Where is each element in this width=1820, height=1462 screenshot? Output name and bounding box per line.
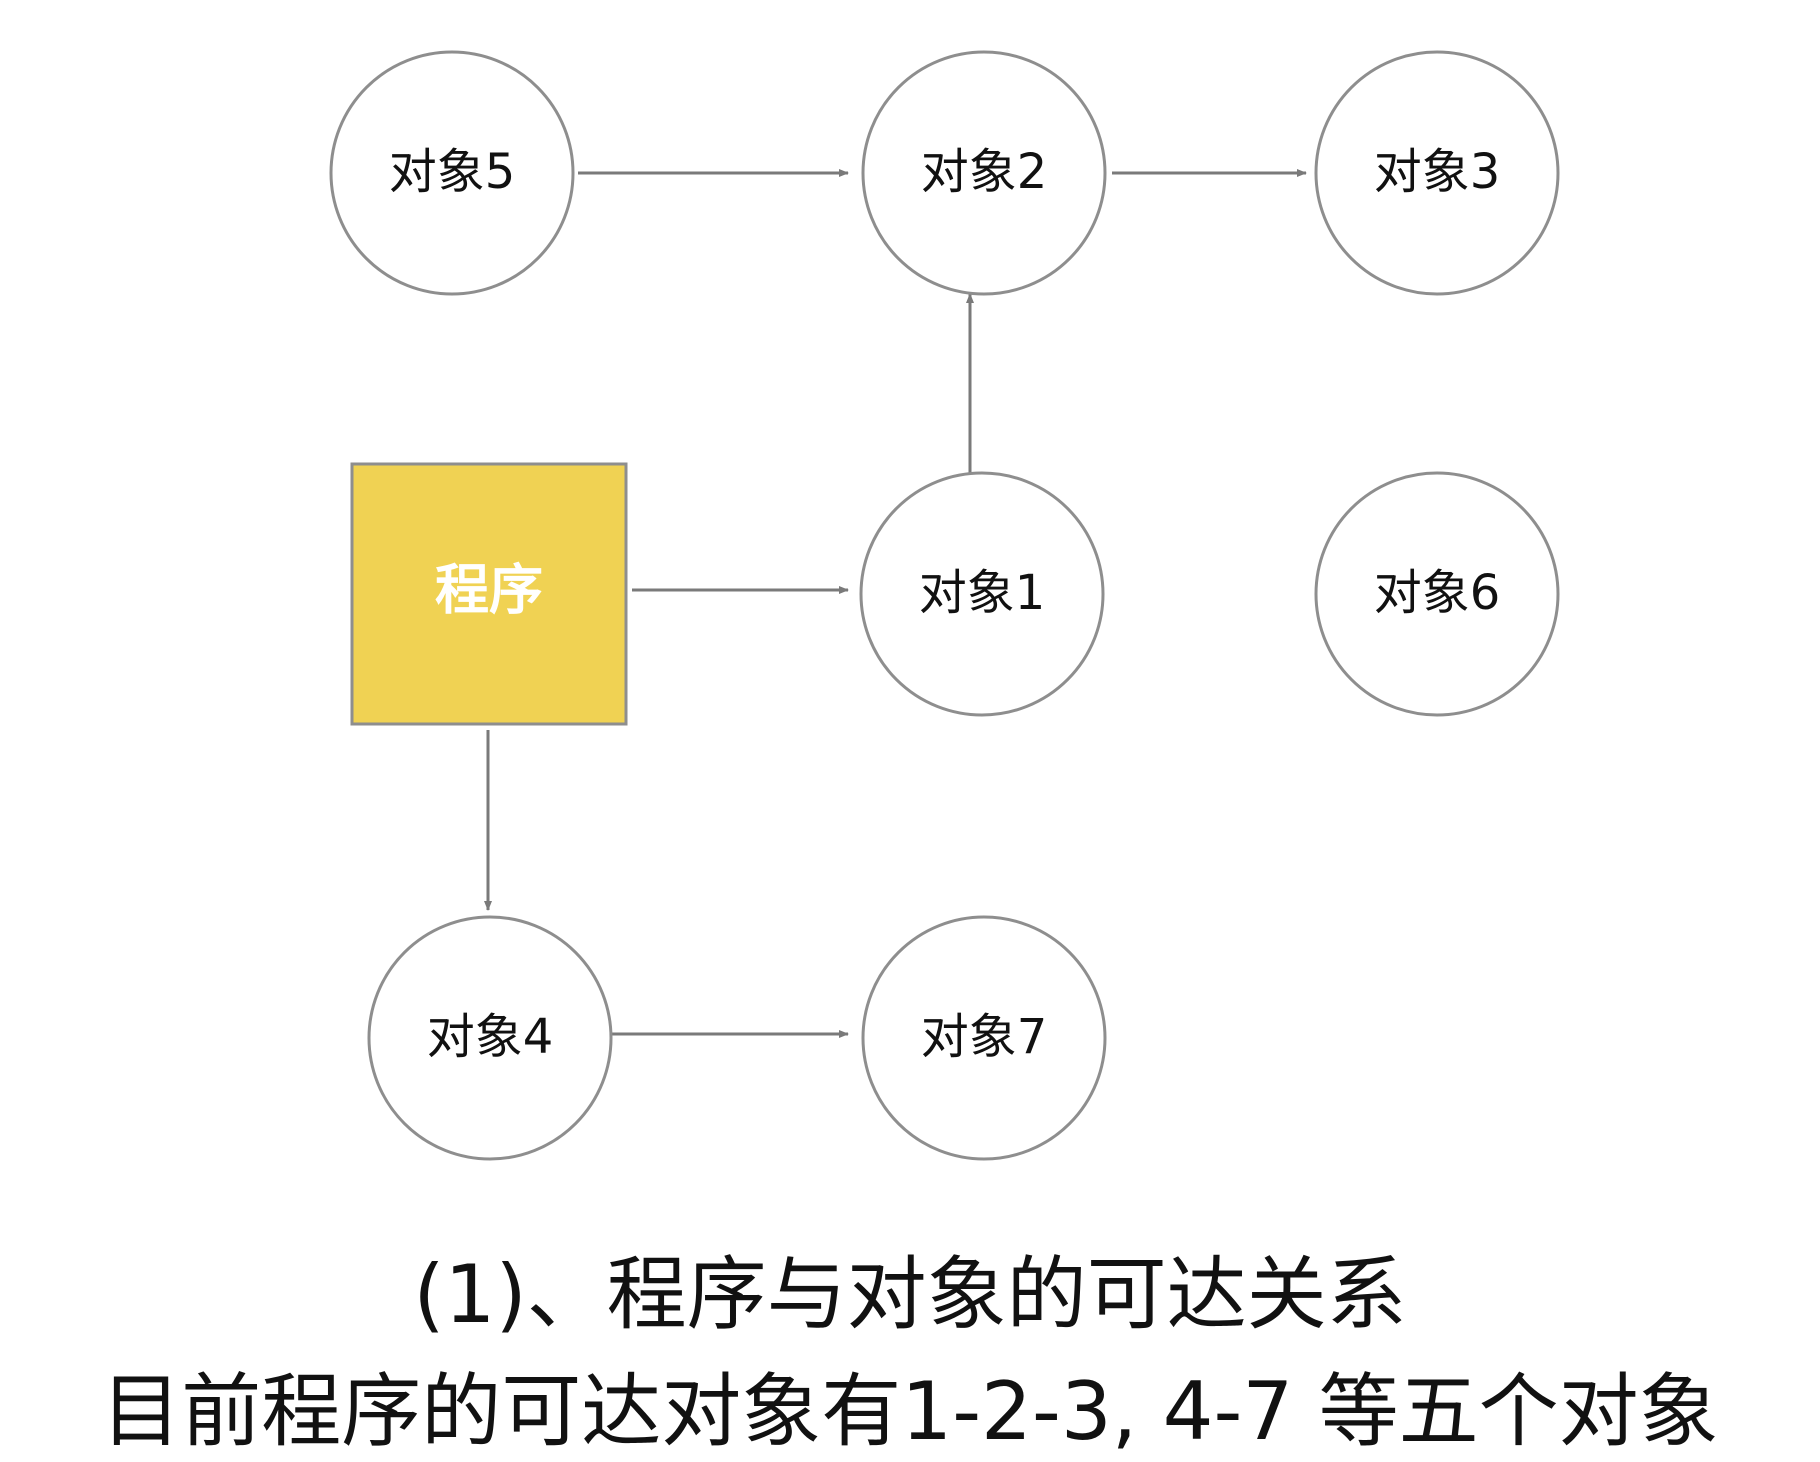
object-node-7: 对象7 xyxy=(861,915,1107,1161)
object-label-4: 对象4 xyxy=(427,1009,554,1065)
caption-title: (1)、程序与对象的可达关系 xyxy=(413,1248,1407,1341)
caption-description: 目前程序的可达对象有1-2-3, 4-7 等五个对象 xyxy=(101,1365,1719,1458)
object-node-2: 对象2 xyxy=(861,50,1107,296)
object-label-5: 对象5 xyxy=(389,144,516,200)
object-label-3: 对象3 xyxy=(1374,144,1501,200)
object-node-6: 对象6 xyxy=(1314,471,1560,717)
object-node-4: 对象4 xyxy=(367,915,613,1161)
object-node-3: 对象3 xyxy=(1314,50,1560,296)
object-node-5: 对象5 xyxy=(329,50,575,296)
program-node: 程序 xyxy=(350,462,628,726)
object-label-7: 对象7 xyxy=(921,1009,1048,1065)
edges xyxy=(484,169,1307,1038)
object-label-1: 对象1 xyxy=(919,565,1046,621)
program-label: 程序 xyxy=(435,559,543,622)
object-label-6: 对象6 xyxy=(1374,565,1501,621)
object-label-2: 对象2 xyxy=(921,144,1048,200)
object-node-1: 对象1 xyxy=(859,471,1105,717)
